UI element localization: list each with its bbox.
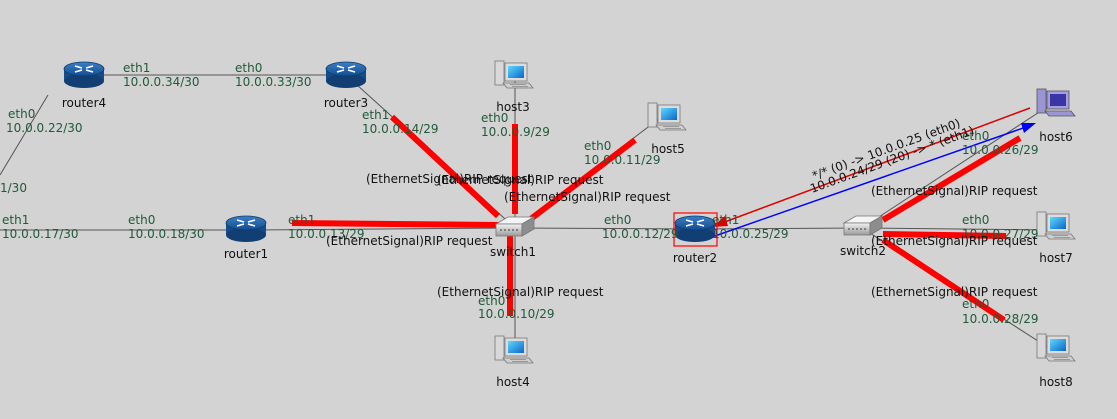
iface-ip: 10.0.0.25/29: [712, 227, 789, 241]
iface-name: eth0: [128, 213, 155, 227]
flash-host6: [881, 135, 1022, 223]
iface-name: eth0: [962, 213, 989, 227]
iface-name: eth0: [235, 61, 262, 75]
node-label: host6: [1039, 130, 1073, 144]
node-label: host7: [1039, 251, 1073, 265]
switch2[interactable]: switch2: [840, 215, 886, 258]
iface-name: eth1: [362, 108, 389, 122]
iface-name: eth1: [288, 213, 315, 227]
flash-host8: [881, 237, 1006, 323]
rip-flashes: [291, 114, 1022, 323]
host-icon: [647, 102, 687, 131]
flash-router3: [389, 114, 501, 219]
iface-ip: 10.0.0.28/29: [962, 312, 1039, 326]
node-label: host5: [651, 142, 685, 156]
router3[interactable]: router3: [324, 61, 368, 110]
router4[interactable]: router4: [62, 61, 106, 110]
host3[interactable]: host3: [494, 60, 534, 114]
iface-ip: 10.0.0.17/30: [2, 227, 79, 241]
iface-ip: 1/30: [0, 181, 27, 195]
ping-request-arrowhead: [712, 216, 728, 227]
host-icon: [494, 60, 534, 89]
rip-request-label: (EthernetSignal)RIP request: [326, 234, 493, 248]
iface-ip: 10.0.0.33/30: [235, 75, 312, 89]
iface-ip: 10.0.0.12/29: [602, 227, 679, 241]
iface-name: eth0: [478, 294, 505, 308]
host6[interactable]: host6: [1036, 88, 1076, 144]
rip-request-label: (EthernetSignal)RIP request: [437, 173, 604, 187]
link-router2-switch2[interactable]: [694, 227, 863, 230]
iface-ip: 10.0.0.14/29: [362, 122, 439, 136]
router-icon: [325, 61, 367, 89]
node-label: host8: [1039, 375, 1073, 389]
iface-name: eth1: [123, 61, 150, 75]
rip-request-label: (EthernetSignal)RIP request: [871, 184, 1038, 198]
rip-request-label: (EthernetSignal)RIP request: [871, 234, 1038, 248]
selection-box: [673, 212, 718, 247]
ping-arrows: [711, 107, 1036, 238]
iface-ip: 10.0.0.11/29: [584, 153, 661, 167]
iface-ip: 10.0.0.10/29: [478, 307, 555, 321]
flash-host5: [530, 137, 637, 221]
link-switch2-host7[interactable]: [861, 227, 1053, 231]
iface-ip: 10.0.0.13/29: [288, 227, 365, 241]
router-icon: [674, 215, 716, 243]
rip-request-label: (EthernetSignal)RIP request: [437, 285, 604, 299]
node-label: router4: [62, 96, 106, 110]
host-icon: [1036, 333, 1076, 362]
iface-name: eth0: [8, 107, 35, 121]
node-label: host3: [496, 100, 530, 114]
router1[interactable]: router1: [224, 215, 268, 261]
host-icon: [1036, 88, 1076, 117]
iface-ip: 10.0.0.26/29: [962, 143, 1039, 157]
iface-name: eth0: [962, 129, 989, 143]
node-label: router3: [324, 96, 368, 110]
router2[interactable]: router2: [673, 212, 718, 265]
host5[interactable]: host5: [647, 102, 687, 156]
host7[interactable]: host7: [1036, 211, 1076, 265]
iface-name: eth1: [2, 213, 29, 227]
host-icon: [1036, 211, 1076, 240]
iface-name: eth0: [584, 139, 611, 153]
iface-ip: 10.0.0.18/30: [128, 227, 205, 241]
iface-name: eth1: [712, 213, 739, 227]
host4[interactable]: host4: [494, 335, 534, 389]
iface-ip: 10.0.0.9/29: [481, 125, 550, 139]
iface-ip: 10.0.0.27/29: [962, 227, 1039, 241]
rip-request-label: (EthernetSignal)RIP request: [871, 285, 1038, 299]
link-router1-switch1[interactable]: [245, 227, 516, 231]
iface-ip: 10.0.0.34/30: [123, 75, 200, 89]
iface-name: eth0: [962, 297, 989, 311]
iface-name: eth0: [481, 111, 508, 125]
flash-router1: [291, 220, 501, 228]
host8[interactable]: host8: [1036, 333, 1076, 389]
host-icon: [494, 335, 534, 364]
iface-ip: 10.0.0.22/30: [6, 121, 83, 135]
node-label: switch1: [490, 245, 536, 259]
link-switch1-router2[interactable]: [514, 227, 696, 230]
router-icon: [225, 215, 267, 243]
iface-name: eth0: [604, 213, 631, 227]
ping-reply-line: [711, 126, 1027, 238]
link-left-router4[interactable]: [0, 94, 49, 176]
rip-request-label: (EthernetSignal)RIP request: [504, 190, 671, 204]
ping-request-line: [721, 107, 1031, 224]
interface-labels: eth0 10.0.0.22/30 eth1 10.0.0.34/30 eth0…: [0, 61, 1039, 326]
ping-reply-arrowhead: [1021, 123, 1036, 133]
router-icon: [63, 61, 105, 89]
flash-host7: [882, 231, 1007, 239]
rip-request-label: (EthernetSignal)RIP request: [366, 172, 533, 186]
node-label: router2: [673, 251, 717, 265]
node-label: router1: [224, 247, 268, 261]
node-label: host4: [496, 375, 530, 389]
switch1[interactable]: switch1: [490, 216, 536, 259]
link-switch2-host6[interactable]: [861, 104, 1051, 229]
node-label: switch2: [840, 244, 886, 258]
